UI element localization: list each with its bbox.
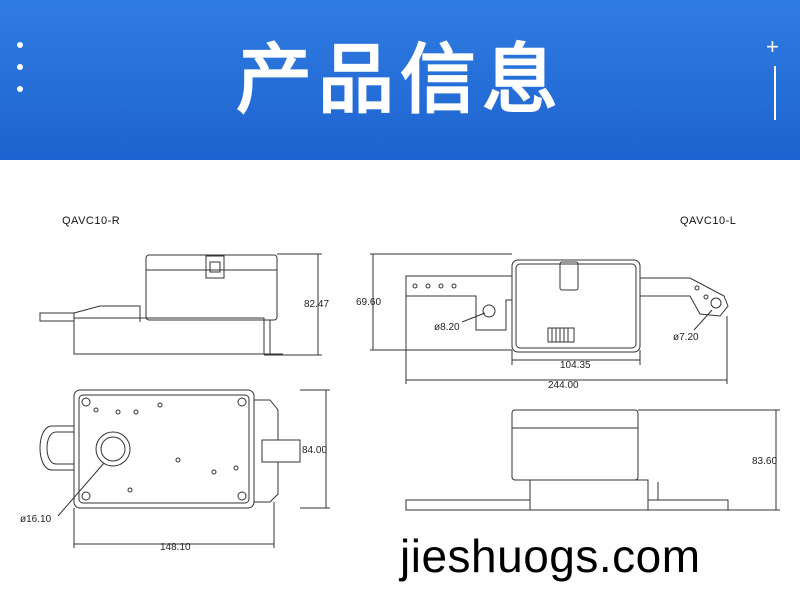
dot-icon xyxy=(17,64,23,70)
side-view-r xyxy=(39,253,322,356)
model-label-right: QAVC10-R xyxy=(62,215,121,227)
dim-len-front: 148.10 xyxy=(160,542,191,553)
page-title: 产品信息 xyxy=(236,35,564,124)
dot-icon xyxy=(17,42,23,48)
technical-drawing: 82.47 69.60 ø8.20 ø7.20 104.35 244.00 84… xyxy=(20,253,780,553)
top-view-l xyxy=(370,253,729,384)
watermark: jieshuogs.com xyxy=(400,530,701,582)
plus-icon: + xyxy=(766,34,779,59)
dim-len-total: 244.00 xyxy=(548,380,579,391)
dim-width-front: 84.00 xyxy=(302,445,327,456)
dim-shaft-d: ø16.10 xyxy=(20,514,52,525)
header-banner: 产品信息 + xyxy=(0,0,800,160)
dim-width-top: 69.60 xyxy=(356,297,381,308)
dim-hole-d1: ø8.20 xyxy=(434,322,460,333)
side-view-l xyxy=(405,409,780,511)
dot-icon xyxy=(17,86,23,92)
dim-len-mid: 104.35 xyxy=(560,360,591,371)
model-label-left: QAVC10-L xyxy=(680,215,737,227)
dim-hole-d2: ø7.20 xyxy=(673,332,699,343)
vertical-divider xyxy=(774,66,776,120)
dim-height-l: 83.60 xyxy=(752,456,777,467)
front-view-r xyxy=(39,389,330,548)
dim-height-r: 82.47 xyxy=(304,299,329,310)
